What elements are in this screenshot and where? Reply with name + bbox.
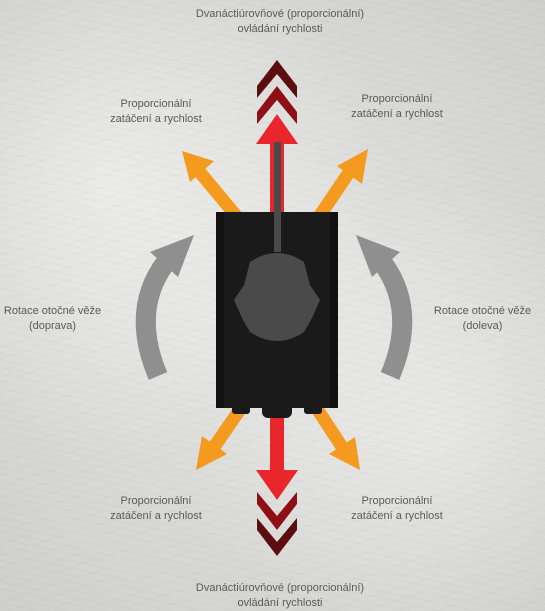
label-lower-right-steering: Proporcionální zatáčení a rychlost	[337, 494, 457, 524]
label-forward-speed-control: Dvanáctiúrovňové (proporcionální) ovládá…	[150, 7, 410, 37]
label-reverse-speed-control: Dvanáctiúrovňové (proporcionální) ovládá…	[150, 581, 410, 611]
rotate-right-arrow	[146, 235, 194, 376]
arrow-reverse-speed	[256, 395, 298, 556]
rotate-left-arrow	[356, 235, 402, 376]
label-lower-left-steering: Proporcionální zatáčení a rychlost	[96, 494, 216, 524]
label-upper-left-steering: Proporcionální zatáčení a rychlost	[96, 97, 216, 127]
label-rotate-right: Rotace otočné věže (doprava)	[0, 304, 105, 334]
label-rotate-left: Rotace otočné věže (doleva)	[420, 304, 545, 334]
label-upper-right-steering: Proporcionální zatáčení a rychlost	[337, 92, 457, 122]
